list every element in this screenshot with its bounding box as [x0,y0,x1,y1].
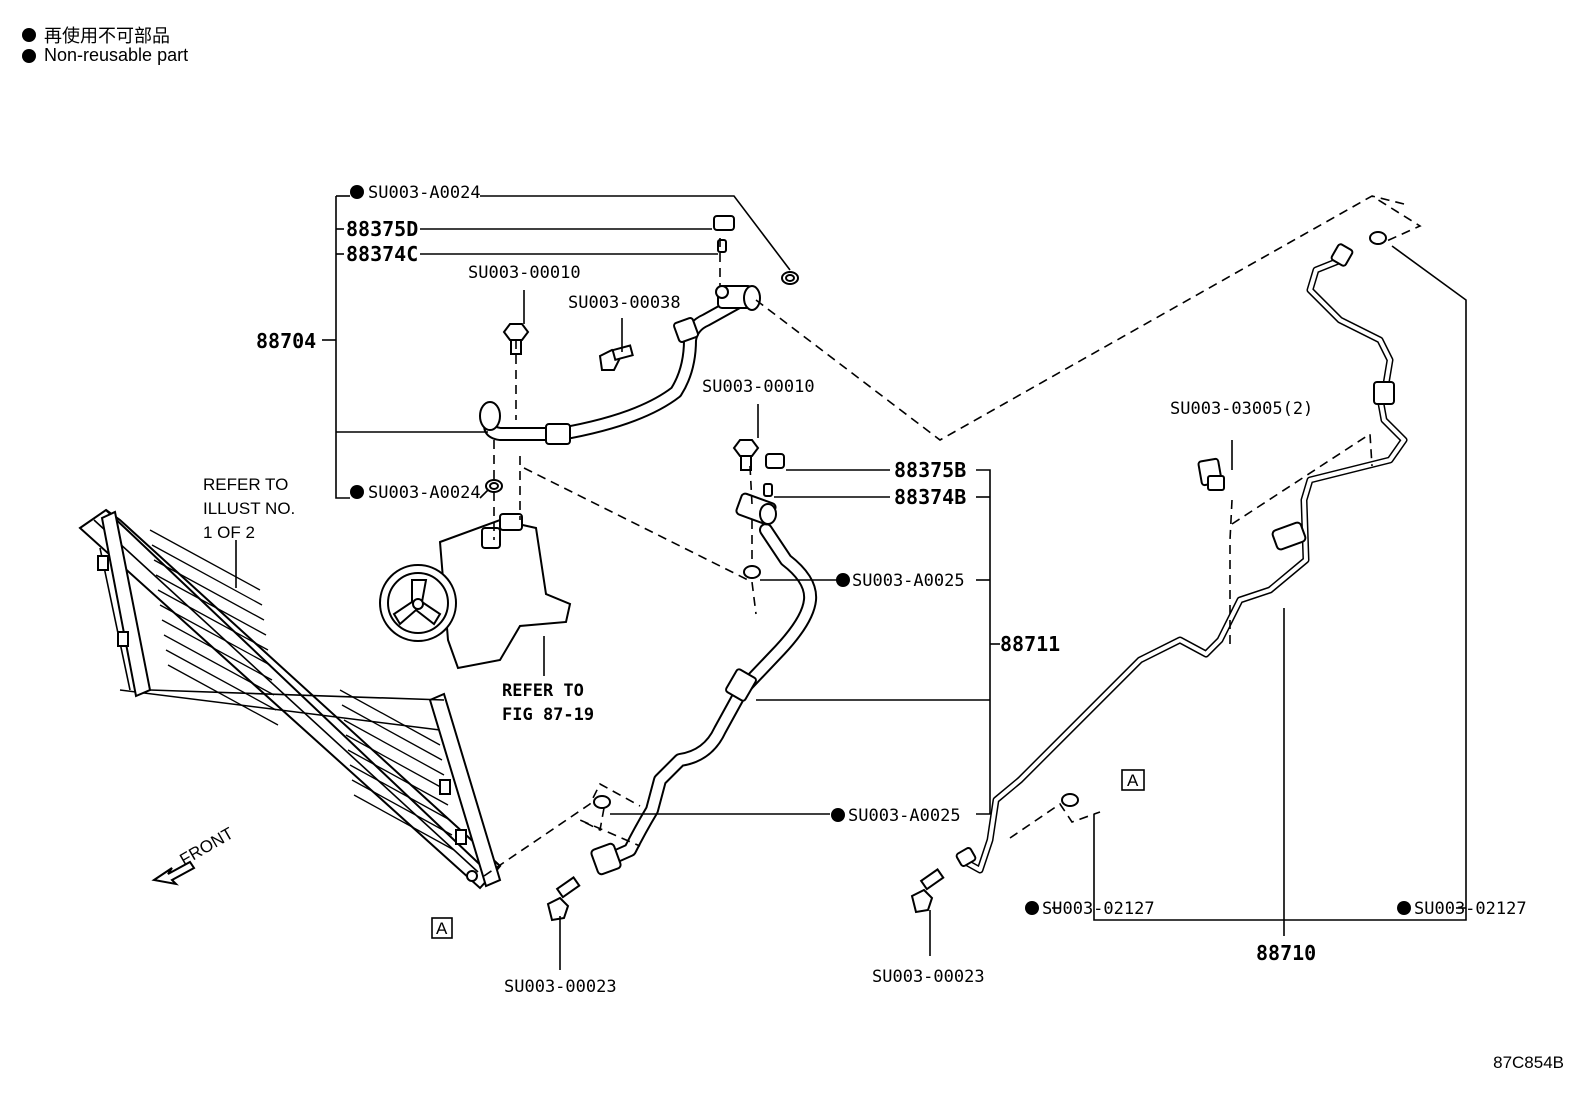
label-88711: 88711 [1000,632,1060,656]
filled-circle-icon [22,48,36,63]
label-refer-illust-line2: ILLUST NO. [203,499,295,518]
label-box-a-left: A [436,919,448,938]
bullet-icon [1025,901,1039,915]
filled-circle-icon [22,28,36,42]
label-refer-illust-line1: REFER TO [203,475,288,494]
label-refer-illust-line3: 1 OF 2 [203,523,255,542]
label-su003-a0024-bottom: SU003-A0024 [368,483,481,503]
clip-03005 [1197,457,1225,491]
front-arrow-icon [151,860,196,886]
label-su003-02127-left: SU003-02127 [1042,899,1155,919]
bullet-icon [836,573,850,587]
label-su003-00038: SU003-00038 [568,293,681,313]
condenser [78,508,502,890]
pipe-88710 [955,243,1408,874]
bullet-icon [350,485,364,499]
bolt-00010-mid [732,439,760,471]
bolt-00023-right [910,868,945,914]
label-su003-a0024-top: SU003-A0024 [368,183,481,203]
cap-88375b [765,453,785,469]
label-88710: 88710 [1256,941,1316,965]
bolt-00038 [598,344,634,371]
bullet-icon [1397,901,1411,915]
cap-88375d [713,215,735,231]
label-front: FRONT [177,824,237,870]
reference-box-a-right [1121,769,1145,791]
label-88375d: 88375D [346,217,418,241]
label-refer-fig-line1: REFER TO [502,681,584,701]
o-ring-02127-bottom [1061,793,1079,807]
label-88374c: 88374C [346,242,418,266]
bullet-icon [350,185,364,199]
o-ring-a0025-top [743,565,761,579]
legend-text-jp: 再使用不可部品 [44,26,170,46]
reference-box-a-left [431,917,453,939]
label-su003-00023-left: SU003-00023 [504,977,617,997]
compressor [379,513,572,670]
label-88375b: 88375B [894,458,966,482]
legend-nonreusable-jp: 再使用不可部品 [22,22,170,48]
bullet-icon [831,808,845,822]
figure-code: 87C854B [1493,1053,1564,1072]
label-88704: 88704 [256,329,316,353]
label-su003-00023-right: SU003-00023 [872,967,985,987]
valve-core-88374b [763,483,773,497]
o-ring-a0025-bottom [593,795,611,809]
o-ring-a0024-bottom [485,479,503,493]
label-88374b: 88374B [894,485,966,509]
label-su003-03005: SU003-03005(2) [1170,399,1313,419]
o-ring-a0024-top [781,271,799,285]
label-box-a-right: A [1127,771,1139,790]
label-su003-02127-right: SU003-02127 [1414,899,1527,919]
bolt-00010-left [502,323,530,355]
label-su003-a0025-top: SU003-A0025 [852,571,965,591]
legend-text-en: Non-reusable part [44,45,189,65]
label-su003-00010-mid: SU003-00010 [702,377,815,397]
o-ring-02127-top [1369,231,1387,245]
hose-88704 [479,285,761,445]
label-su003-00010-left: SU003-00010 [468,263,581,283]
bolt-00023-left [546,876,581,922]
hose-88711 [590,492,818,876]
label-refer-fig-line2: FIG 87-19 [502,705,594,725]
label-su003-a0025-bottom: SU003-A0025 [848,806,961,826]
legend-nonreusable-en: Non-reusable part [22,45,188,66]
